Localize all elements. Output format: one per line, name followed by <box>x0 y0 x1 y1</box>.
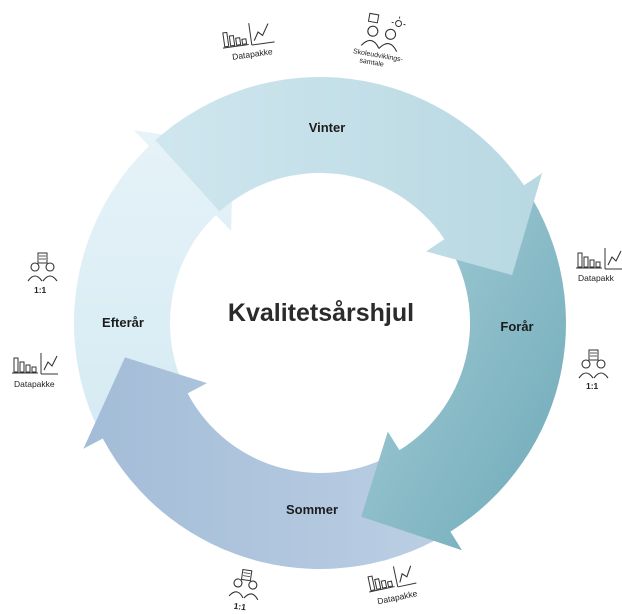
one-to-one-meeting-icon: 1:1 <box>27 252 58 295</box>
datapakke-icon: Datapakke <box>367 565 418 606</box>
one-to-one-meeting-icon: 1:1 <box>578 349 609 391</box>
season-label-sommer: Sommer <box>286 502 338 517</box>
segment-efteraar-arrow <box>74 130 234 446</box>
one-to-one-label: 1:1 <box>233 601 247 613</box>
datapakke-icon: Datapakke <box>222 23 275 62</box>
datapakke-icon: Datapakk <box>576 248 622 283</box>
season-label-efteraar: Efterår <box>102 315 144 330</box>
datapakke-label: Datapakke <box>376 588 418 606</box>
skoleudvikling-samtale-icon: Skoleudviklings- samtale <box>352 12 406 69</box>
datapakke-label: Datapakke <box>14 379 55 389</box>
one-to-one-label: 1:1 <box>34 285 47 295</box>
datapakke-label: Datapakk <box>578 273 615 283</box>
segment-vinter-arrow <box>155 77 543 276</box>
skoleudvikling-label-line2: samtale <box>359 57 384 68</box>
datapakke-icon: Datapakke <box>12 353 58 389</box>
datapakke-label: Datapakke <box>232 46 274 62</box>
page-title: Kvalitetsårshjul <box>228 299 414 327</box>
one-to-one-label: 1:1 <box>586 381 599 391</box>
season-label-foraar: Forår <box>500 319 533 334</box>
segment-foraar-arrow <box>361 178 566 551</box>
one-to-one-meeting-icon: 1:1 <box>228 568 259 613</box>
season-label-vinter: Vinter <box>309 120 346 135</box>
